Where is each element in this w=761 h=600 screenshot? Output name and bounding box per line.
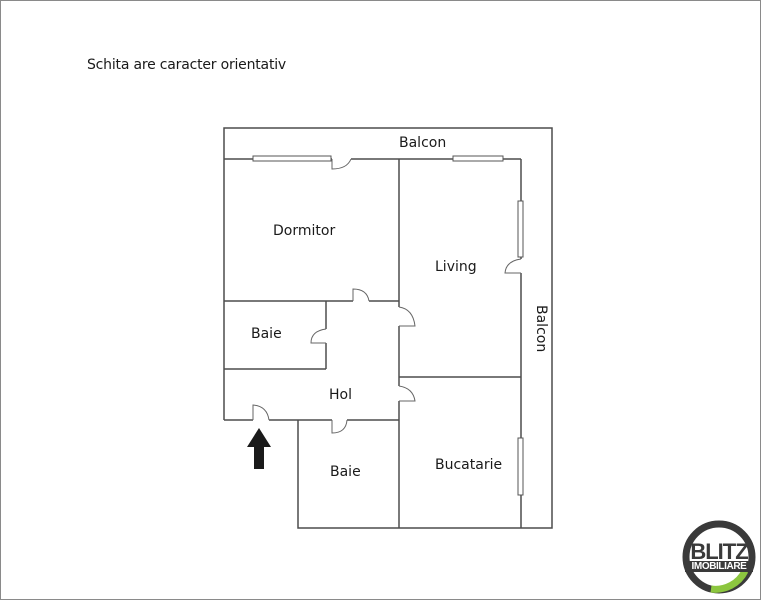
room-label-hol: Hol [329,387,352,403]
door-baie-1 [310,328,327,344]
outer-walls [223,127,553,529]
room-label-baie-2: Baie [330,464,361,480]
room-label-living: Living [435,259,477,275]
door-entrance [252,404,270,421]
window-living-side [517,200,524,258]
door-living-balcony [504,258,522,274]
door-living [398,306,416,327]
disclaimer-note: Schita are caracter orientativ [87,57,287,73]
room-label-balcon-top: Balcon [399,135,447,151]
blitz-imobiliare-logo: BLITZ IMOBILIARE [681,519,757,595]
doors [252,158,522,434]
windows [252,155,524,496]
window-living-top [452,155,504,162]
room-label-balcon-right: Balcon [533,305,549,353]
room-label-dormitor: Dormitor [273,223,336,239]
door-dormitor [352,288,370,302]
door-bucatarie [398,385,416,402]
logo-brand-text: BLITZ [690,539,748,564]
logo-subtitle-text: IMOBILIARE [685,561,753,572]
door-baie-2 [331,419,348,434]
door-dormitor-balcony [331,158,352,170]
room-label-baie-1: Baie [251,326,282,342]
window-dormitor [252,155,332,162]
logo-ring-icon [682,520,756,594]
room-label-bucatarie: Bucatarie [435,457,503,473]
window-bucatarie [517,437,524,496]
arrow-up-icon [247,428,271,469]
